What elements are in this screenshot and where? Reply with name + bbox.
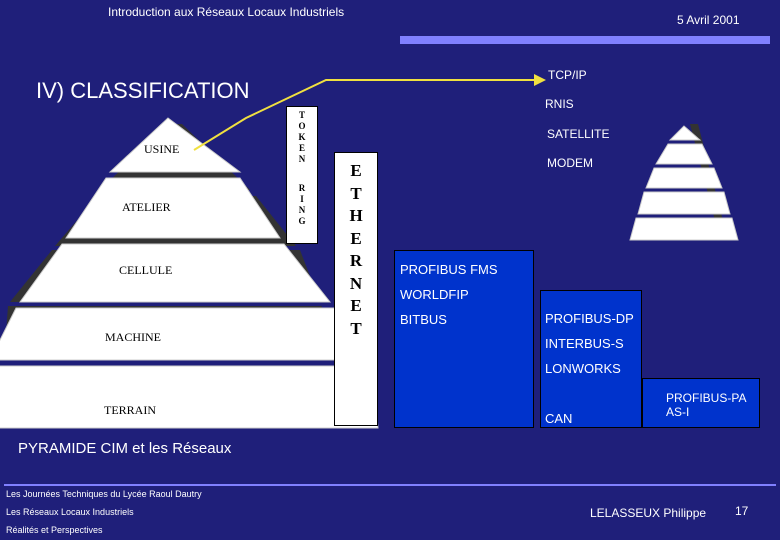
token-label: TOKEN [298,110,306,164]
network-label-profibus-pa: PROFIBUS-PA [666,391,747,405]
network-label-bitbus: BITBUS [400,312,447,327]
network-label-asi: AS-I [666,405,690,419]
cell-networks-box [394,250,534,428]
pyramid-tier-atelier [65,177,281,239]
small-pyramid-tier [637,191,731,215]
network-label-satellite: SATELLITE [547,127,610,141]
small-pyramid-tier [668,125,702,141]
figure-caption: PYRAMIDE CIM et les Réseaux [18,440,232,457]
small-pyramid-tier [629,217,739,241]
pyramid-label-machine: MACHINE [105,330,161,344]
slide-header-title: Introduction aux Réseaux Locaux Industri… [108,5,345,19]
pyramid-tier-machine [0,307,369,361]
network-label-can: CAN [545,411,573,426]
network-label-profibus-fms: PROFIBUS FMS [400,262,498,277]
page-number: 17 [735,504,749,518]
pyramid-label-cellule: CELLULE [119,263,173,277]
pyramid-label-atelier: ATELIER [122,200,171,214]
connector-line [193,79,534,151]
ring-label: RING [298,183,306,226]
pyramid-label-usine: USINE [144,142,180,156]
network-label-interbus: INTERBUS-S [545,336,624,351]
network-label-profibus-dp: PROFIBUS-DP [545,311,634,326]
footer-line-3: Réalités et Perspectives [6,525,103,535]
token-ring-box: TOKEN RING [286,106,318,244]
section-title: IV) CLASSIFICATION [36,78,250,103]
footer-author: LELASSEUX Philippe [590,506,707,520]
slide-date: 5 Avril 2001 [677,13,740,27]
sensor-networks-box [642,378,760,428]
network-label-modem: MODEM [547,156,593,170]
connector-arrowhead [534,74,546,86]
small-pyramid-tier [655,143,713,165]
network-label-tcpip: TCP/IP [548,68,587,82]
network-label-lonworks: LONWORKS [545,361,621,376]
footer-line-2: Les Réseaux Locaux Industriels [6,507,134,517]
header-rule [400,36,770,44]
pyramid-tier-terrain [0,365,379,429]
footer-rule [4,484,776,486]
network-label-worldfip: WORLDFIP [400,287,469,302]
footer-line-1: Les Journées Techniques du Lycée Raoul D… [6,489,202,499]
field-networks-box [540,290,642,428]
ethernet-box: ETHERNET [334,152,378,426]
network-label-rnis: RNIS [545,97,574,111]
pyramid-label-terrain: TERRAIN [104,403,156,417]
small-pyramid-tier [645,167,723,189]
pyramid-tier-cellule [19,243,332,303]
ethernet-label: ETHERNET [349,161,363,338]
